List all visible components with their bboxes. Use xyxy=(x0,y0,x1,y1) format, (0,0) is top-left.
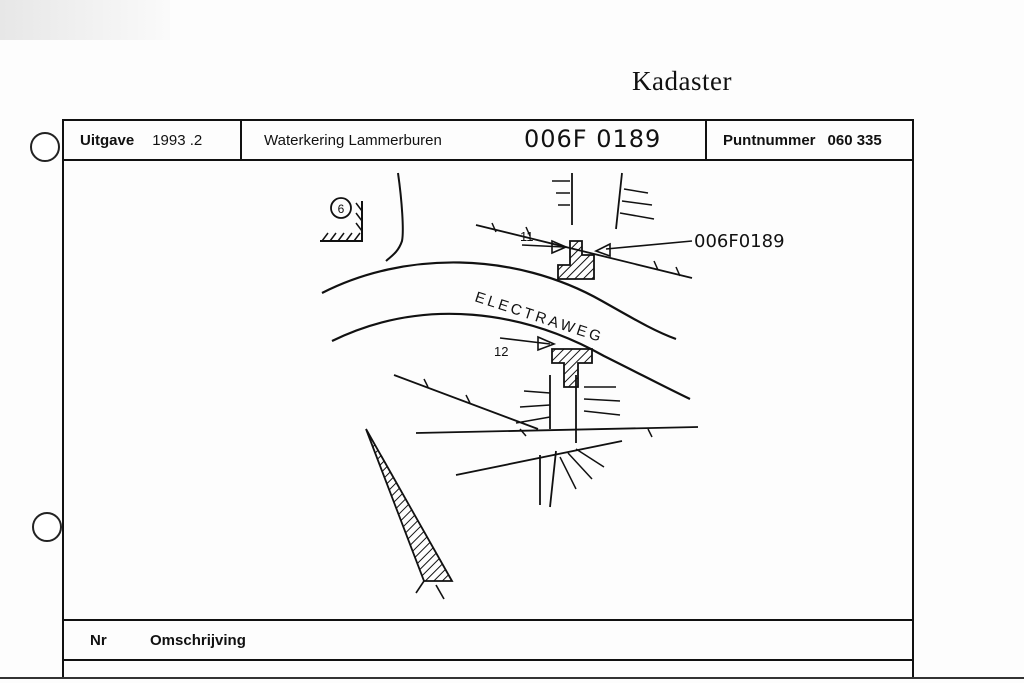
description-column-label: Omschrijving xyxy=(150,631,246,649)
arrow-12 xyxy=(499,335,557,352)
location-cell: Waterkering Lammerburen xyxy=(242,121,707,159)
edition-cell: Uitgave 1993 .2 xyxy=(64,121,242,159)
survey-card: Uitgave 1993 .2 Waterkering Lammerburen … xyxy=(62,119,914,679)
arrow-annotation xyxy=(593,240,693,258)
road-edge-north xyxy=(321,261,677,341)
punch-hole-top xyxy=(30,132,60,162)
point-number-cell: Puntnummer 060 335 xyxy=(707,121,914,159)
marker-11-label: 11 xyxy=(520,229,534,244)
handwritten-annotation: 006F0189 xyxy=(694,231,785,252)
location-sketch: 6 ELECTRAWEG xyxy=(320,172,785,600)
marker-12-label: 12 xyxy=(494,344,508,359)
edition-value: 1993 .2 xyxy=(152,131,203,149)
arrow-11 xyxy=(521,239,569,255)
scan-artifact xyxy=(0,0,170,40)
location-name: Waterkering Lammerburen xyxy=(264,131,442,149)
punch-hole-bottom xyxy=(32,512,62,542)
road-edge-south xyxy=(331,312,691,400)
benchmark-north xyxy=(557,240,595,280)
card-footer: Nr Omschrijving xyxy=(64,619,912,661)
number-column-label: Nr xyxy=(90,631,107,649)
point-number-value: 060 335 xyxy=(827,131,882,149)
circle-marker: 6 xyxy=(330,197,352,219)
page-edge xyxy=(0,677,1024,679)
edition-label: Uitgave xyxy=(80,131,135,149)
point-number-label: Puntnummer xyxy=(723,131,816,149)
handwritten-code: 006F 0189 xyxy=(524,125,662,153)
corner-building xyxy=(320,201,363,242)
side-street xyxy=(385,172,404,262)
kadaster-logo: Kadaster xyxy=(632,66,732,96)
card-header: Uitgave 1993 .2 Waterkering Lammerburen … xyxy=(64,121,912,161)
hatched-wedge xyxy=(365,428,454,600)
circle-marker-label: 6 xyxy=(338,202,345,216)
benchmark-south xyxy=(551,348,593,388)
dike-north xyxy=(475,172,693,279)
dike-south xyxy=(393,374,699,508)
